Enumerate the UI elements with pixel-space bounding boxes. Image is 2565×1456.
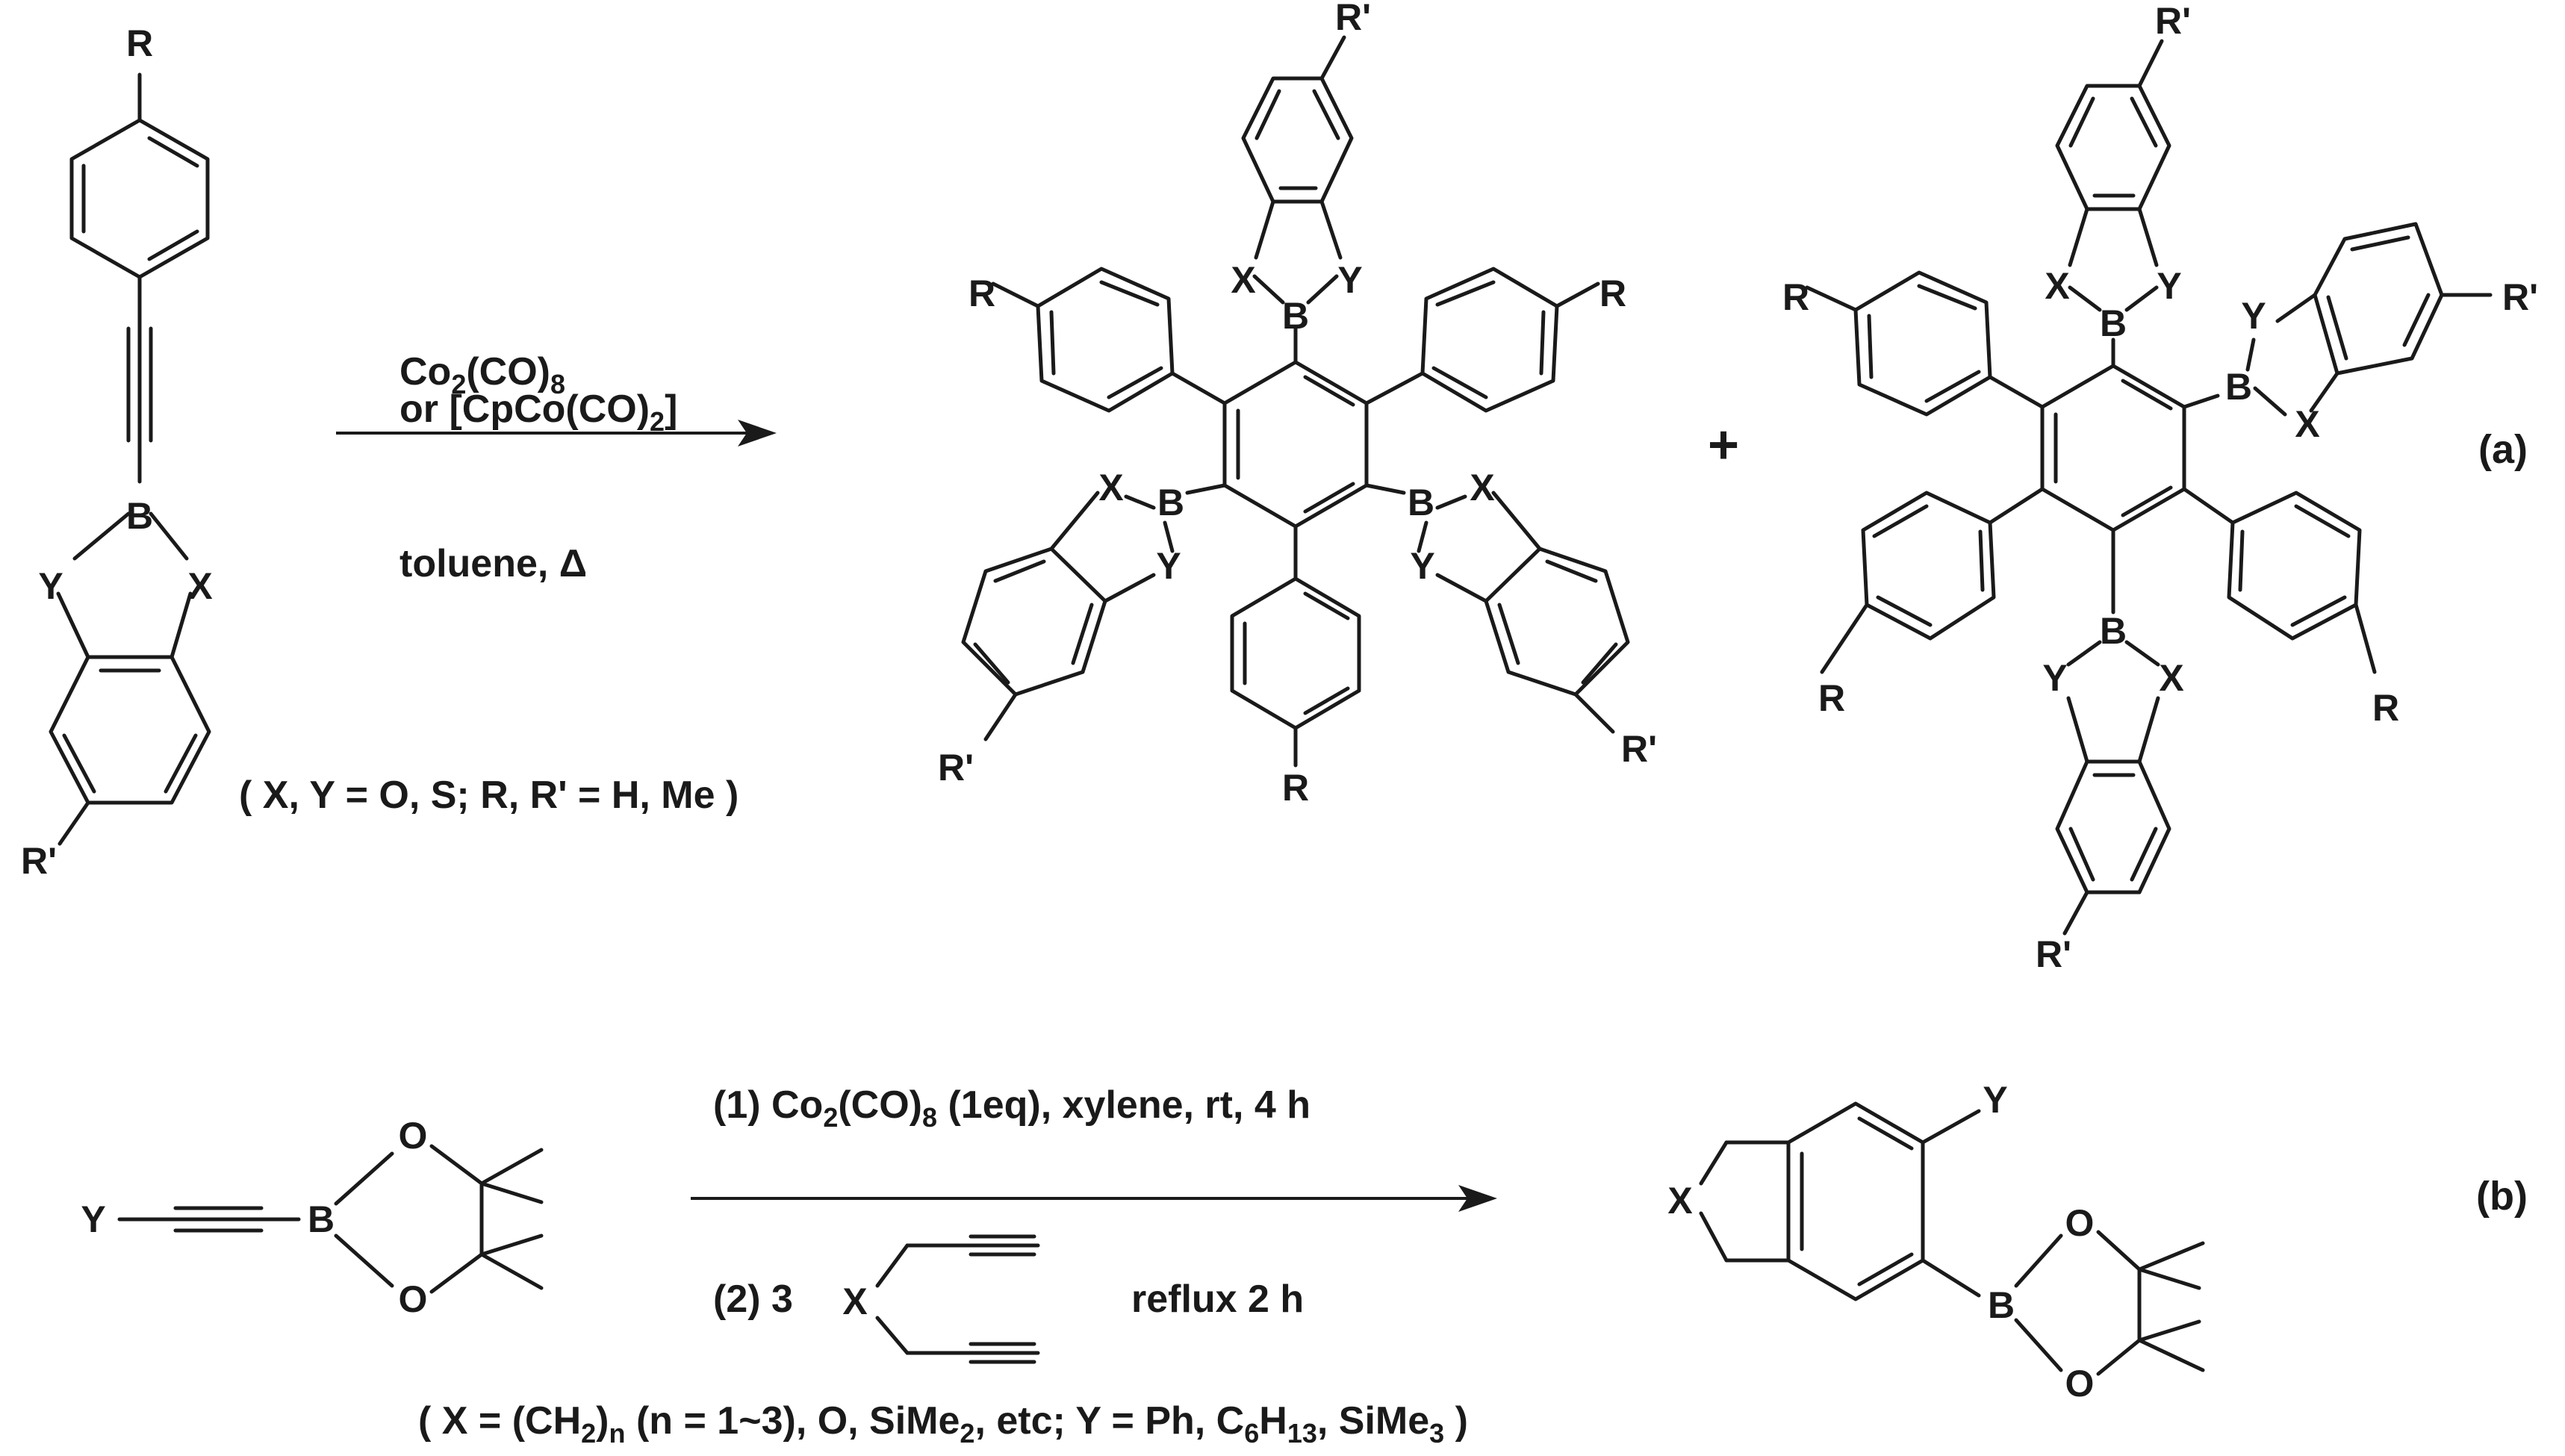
central-ring-2 [2040, 364, 2186, 532]
p1-top-y: Y [1337, 259, 1362, 301]
indane-arene-ring [1786, 1101, 1925, 1301]
top-benzo-ring [1241, 76, 1354, 204]
p1-ll-r-prime: R' [938, 747, 974, 788]
step2-condition: (2) 3 [713, 1278, 793, 1321]
p2-bottom-r-prime: R' [2036, 933, 2071, 975]
p1-bottom-r: R [1282, 767, 1309, 809]
upper-left-phenyl [1036, 267, 1175, 413]
p2-bottom-x: X [2159, 657, 2183, 699]
p1-ll-y: Y [1156, 545, 1181, 587]
b-product-b: B [1988, 1284, 2015, 1326]
panel-label-a: (a) [2478, 427, 2528, 472]
p2-bottom-y: Y [2042, 657, 2067, 699]
p2-top-r-prime: R' [2155, 0, 2191, 42]
p2-right-x: X [2295, 403, 2319, 445]
b-product-o1: O [2065, 1202, 2095, 1244]
lower-right-phenyl-2 [2227, 491, 2362, 641]
product-135-isomer [961, 35, 1630, 768]
b-reactant-o1: O [399, 1115, 428, 1157]
product-124-isomer [1805, 39, 2493, 936]
arrowhead-b [1458, 1185, 1497, 1212]
y-atom: Y [38, 565, 63, 607]
top-benzo-ring-2 [2055, 84, 2171, 211]
diyne-x: X [842, 1281, 867, 1322]
arrowhead-a [738, 420, 777, 447]
b-reactant-y: Y [81, 1198, 105, 1240]
p2-bottom-b: B [2100, 610, 2127, 652]
lower-right-benzo-ring [1484, 547, 1630, 697]
r-substituent: R [126, 22, 153, 64]
p1-ll-x: X [1098, 467, 1123, 508]
p1-lr-r-prime: R' [1621, 728, 1657, 770]
central-ring [1222, 360, 1369, 529]
p2-ll-r: R [1818, 677, 1845, 719]
reflux-condition: reflux 2 h [1131, 1278, 1304, 1321]
upper-right-phenyl [1420, 267, 1559, 413]
indane-boronate-product [1699, 1101, 2205, 1376]
boron-atom: B [126, 495, 153, 537]
p1-right-r: R [1599, 273, 1626, 314]
p2-top-y: Y [2157, 265, 2181, 307]
right-benzo-ring-2 [2313, 222, 2444, 376]
bottom-benzo-ring-2 [2055, 759, 2171, 895]
b-reactant-b: B [308, 1198, 335, 1240]
b-reactant-o2: O [399, 1278, 428, 1320]
p1-ll-b: B [1157, 482, 1184, 523]
bottom-phenyl [1230, 576, 1361, 730]
plus-sign: + [1708, 415, 1739, 475]
p1-top-r-prime: R' [1335, 0, 1371, 38]
p1-top-x: X [1231, 259, 1255, 301]
alkynyl-pinacolboronate [117, 1144, 544, 1294]
b-product-x: X [1667, 1180, 1692, 1222]
p2-right-r-prime: R' [2502, 276, 2538, 318]
p1-lr-y: Y [1410, 545, 1434, 587]
p2-right-y: Y [2241, 295, 2266, 337]
diyne-reagent [875, 1234, 1040, 1364]
r-prime-substituent: R' [21, 840, 57, 882]
x-atom: X [187, 565, 212, 607]
b-product-y: Y [1983, 1079, 2007, 1121]
solvent-condition: toluene, Δ [399, 542, 587, 585]
p2-lr-r: R [2372, 687, 2399, 729]
p2-top-b: B [2100, 302, 2127, 344]
substituent-note-a: ( X, Y = O, S; R, R' = H, Me ) [239, 774, 739, 817]
substituent-note-b: ( X = (CH2)n (n = 1~3), O, SiMe2, etc; Y… [418, 1399, 1468, 1449]
b-product-o2: O [2065, 1363, 2095, 1404]
lower-left-phenyl-2 [1861, 491, 1996, 641]
p1-top-b: B [1282, 295, 1309, 337]
lower-left-benzo-ring [961, 547, 1107, 697]
p2-right-b: B [2225, 366, 2252, 408]
catalyst-line-1: Co2(CO)8 [399, 350, 565, 399]
alkynyl-boronate-reactant [49, 72, 211, 846]
step1-condition: (1) Co2(CO)8 (1eq), xylene, rt, 4 h [713, 1083, 1311, 1133]
panel-label-b: (b) [2476, 1174, 2528, 1219]
p2-ul-r: R [1782, 276, 1809, 318]
upper-left-phenyl-2 [1853, 270, 1992, 417]
p1-lr-x: X [1470, 467, 1494, 508]
p2-top-x: X [2045, 265, 2069, 307]
phenyl-ring [69, 118, 210, 279]
benzo-ring [49, 655, 211, 805]
p1-left-r: R [969, 273, 995, 314]
catalyst-line-2: or [CpCo(CO)2] [399, 388, 677, 437]
p1-lr-b: B [1408, 482, 1434, 523]
